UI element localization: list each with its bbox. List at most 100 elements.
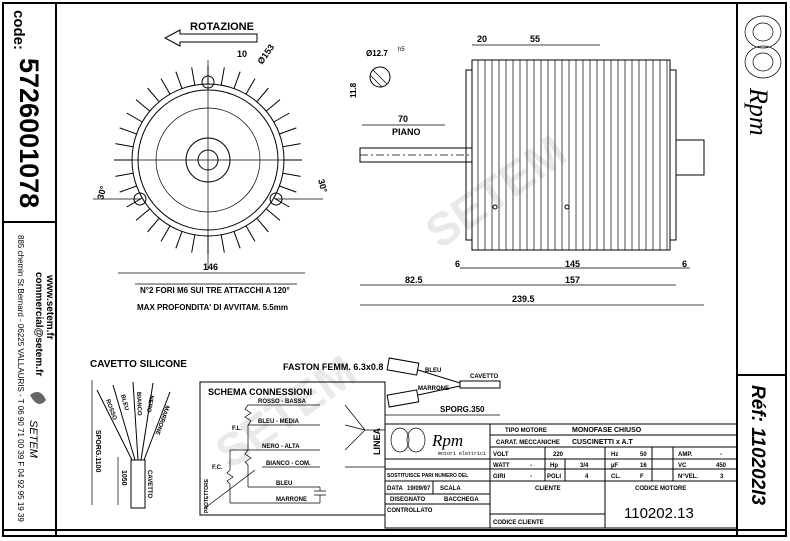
svg-text:3/4: 3/4	[580, 463, 589, 469]
svg-text:3: 3	[720, 474, 724, 480]
rotation-label: ROTAZIONE	[190, 21, 254, 33]
svg-text:16: 16	[640, 463, 647, 469]
cooling-fin	[273, 197, 290, 208]
cooling-fin	[245, 225, 256, 242]
faston-drawing: FASTON FEMM. 6.3x0.8 BLEU MARRONE CAVETT…	[283, 357, 501, 416]
svg-text:BACCHEGA: BACCHEGA	[444, 497, 479, 503]
cooling-fin	[147, 217, 160, 233]
svg-text:SOSTITUISCE PARI NUMERO DEL: SOSTITUISCE PARI NUMERO DEL	[387, 473, 468, 479]
svg-text:h5: h5	[398, 47, 405, 53]
svg-text:-: -	[720, 452, 722, 458]
cooling-fin	[220, 234, 225, 253]
cooling-fin	[135, 208, 151, 221]
cooling-fin	[119, 185, 137, 193]
cooling-fin	[126, 197, 143, 208]
rpm-coil-logo	[744, 15, 782, 79]
cooling-fin	[191, 67, 196, 86]
holes-note: N°2 FORI M6 SUI TRE ATTACCHI A 120°	[140, 286, 290, 295]
svg-text:-: -	[530, 474, 532, 480]
svg-text:Hz: Hz	[611, 452, 618, 458]
title-block: Rpm motori elettrici SOSTITUISCE PARI NU…	[3, 423, 786, 531]
svg-text:CODICE CLIENTE: CODICE CLIENTE	[493, 520, 544, 526]
svg-text:AMP.: AMP.	[678, 452, 693, 458]
svg-text:WATT: WATT	[493, 463, 510, 469]
cooling-fin	[119, 127, 137, 135]
svg-text:70: 70	[398, 114, 408, 124]
cooling-fin	[273, 112, 290, 123]
left-strip: code: 5726001078 www.setem.fr commercial…	[10, 10, 55, 522]
cooling-fin	[115, 143, 134, 148]
cooling-fin	[265, 208, 281, 221]
svg-text:POLI: POLI	[547, 474, 561, 480]
svg-text:DISEGNATO: DISEGNATO	[390, 497, 425, 503]
cooling-fin	[220, 67, 225, 86]
email: commercial@setem.fr	[33, 272, 44, 376]
cooling-fin	[256, 87, 269, 103]
svg-text:F.C.: F.C.	[212, 465, 223, 471]
svg-text:SPORG.350: SPORG.350	[440, 405, 485, 414]
code-label: code:	[10, 10, 27, 50]
code-value: 5726001078	[14, 58, 44, 208]
svg-text:50: 50	[640, 452, 647, 458]
svg-text:CARAT. MECCANICHE: CARAT. MECCANICHE	[496, 440, 560, 446]
svg-text:145: 145	[565, 259, 580, 269]
svg-text:Rpm: Rpm	[431, 431, 463, 450]
cooling-fin	[147, 87, 160, 103]
svg-text:MARRONE: MARRONE	[276, 497, 307, 503]
svg-text:motori elettrici: motori elettrici	[438, 451, 486, 457]
svg-text:6: 6	[455, 259, 460, 269]
svg-text:DATA: DATA	[387, 486, 403, 492]
svg-text:SETEM: SETEM	[27, 420, 39, 459]
cooling-fin	[233, 71, 241, 89]
svg-text:10: 10	[237, 49, 247, 59]
svg-text:N°VEL.: N°VEL.	[678, 474, 698, 480]
svg-text:VC: VC	[678, 463, 687, 469]
svg-text:CLIENTE: CLIENTE	[535, 486, 561, 492]
svg-text:4: 4	[585, 474, 589, 480]
cooling-fin	[245, 78, 256, 95]
svg-text:BIANCO - COM.: BIANCO - COM.	[266, 461, 311, 467]
title-block-logo: Rpm motori elettrici	[390, 427, 486, 457]
svg-text:TIPO MOTORE: TIPO MOTORE	[505, 428, 547, 434]
cooling-fin	[279, 127, 297, 135]
svg-text:157: 157	[565, 275, 580, 285]
svg-text:BLEU: BLEU	[425, 368, 441, 374]
svg-text:30°: 30°	[95, 184, 108, 200]
cooling-fin	[126, 112, 143, 123]
cooling-fin	[175, 71, 183, 89]
right-strip: Rpm Réf: 110202I3	[744, 15, 782, 505]
svg-text:CAVETTO: CAVETTO	[470, 374, 498, 380]
svg-text:ROSSO - BASSA: ROSSO - BASSA	[258, 399, 307, 405]
svg-text:F.L.: F.L.	[232, 426, 242, 432]
side-view: Ø12.7 h5 11.8 70 PIANO 20 55 6 145 6 82.…	[349, 34, 705, 306]
motor-code: 110202.13	[624, 505, 694, 522]
svg-text:PIANO: PIANO	[392, 127, 421, 137]
cooling-fin	[279, 185, 297, 193]
cooling-fin	[135, 99, 151, 112]
svg-text:Ø153: Ø153	[255, 42, 276, 66]
svg-text:ROSSO: ROSSO	[104, 399, 117, 422]
svg-text:20: 20	[477, 34, 487, 44]
svg-text:11.8: 11.8	[349, 82, 358, 98]
svg-text:VOLT: VOLT	[493, 452, 509, 458]
cooling-fin	[265, 99, 281, 112]
svg-text:SCHEMA CONNESSIONI: SCHEMA CONNESSIONI	[208, 387, 312, 397]
svg-text:82.5: 82.5	[405, 275, 423, 285]
svg-text:239.5: 239.5	[512, 294, 535, 304]
website: www.setem.fr	[44, 274, 55, 340]
svg-text:450: 450	[716, 463, 727, 469]
cooling-fin	[282, 172, 301, 177]
front-view: ROTAZIONE 10 Ø153 30° 30° 146 N°2 FORI M…	[93, 21, 329, 312]
svg-text:30°: 30°	[316, 178, 329, 194]
cooling-fin	[175, 231, 183, 249]
svg-text:220: 220	[553, 452, 564, 458]
svg-text:LINEA: LINEA	[372, 427, 382, 455]
svg-text:CONTROLLATO: CONTROLLATO	[387, 508, 433, 514]
svg-text:MARRONE: MARRONE	[154, 404, 170, 435]
cooling-fin	[256, 217, 269, 233]
depth-note: MAX PROFONDITA' DI AVVITAM. 5.5mm	[137, 303, 288, 312]
cooling-fin	[282, 143, 301, 148]
rotation-arrow-icon	[163, 29, 258, 47]
